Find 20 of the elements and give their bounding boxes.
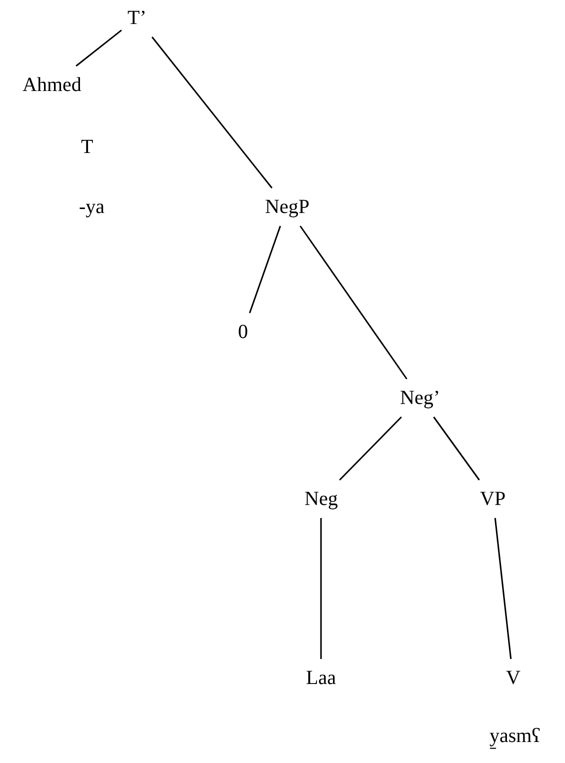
tree-node-label: NegP [259,188,316,226]
tree-label: y̱asmʕ [490,725,541,747]
tree-branch-line [320,518,322,659]
tree-branch-line [76,30,122,67]
tree-branch-line [248,226,282,314]
tree-node-label: Laa [300,659,342,697]
tree-node-label: T’ [122,0,152,37]
tree-branch-line [494,518,512,660]
tree-branch-line [300,226,408,380]
tree-label: T [81,136,94,158]
tree-node-label: 0 [232,313,254,351]
tree-branch-line [433,416,480,480]
tree-node-label: Neg [298,480,344,518]
tree-label: -ya [79,196,105,218]
tree-node-label: Neg’ [394,379,446,417]
tree-branch-line [152,36,272,188]
tree-node-label: V [500,659,526,697]
tree-node-label: VP [474,480,512,518]
tree-node-label: Ahmed [16,66,88,104]
tree-branch-line [339,416,402,481]
